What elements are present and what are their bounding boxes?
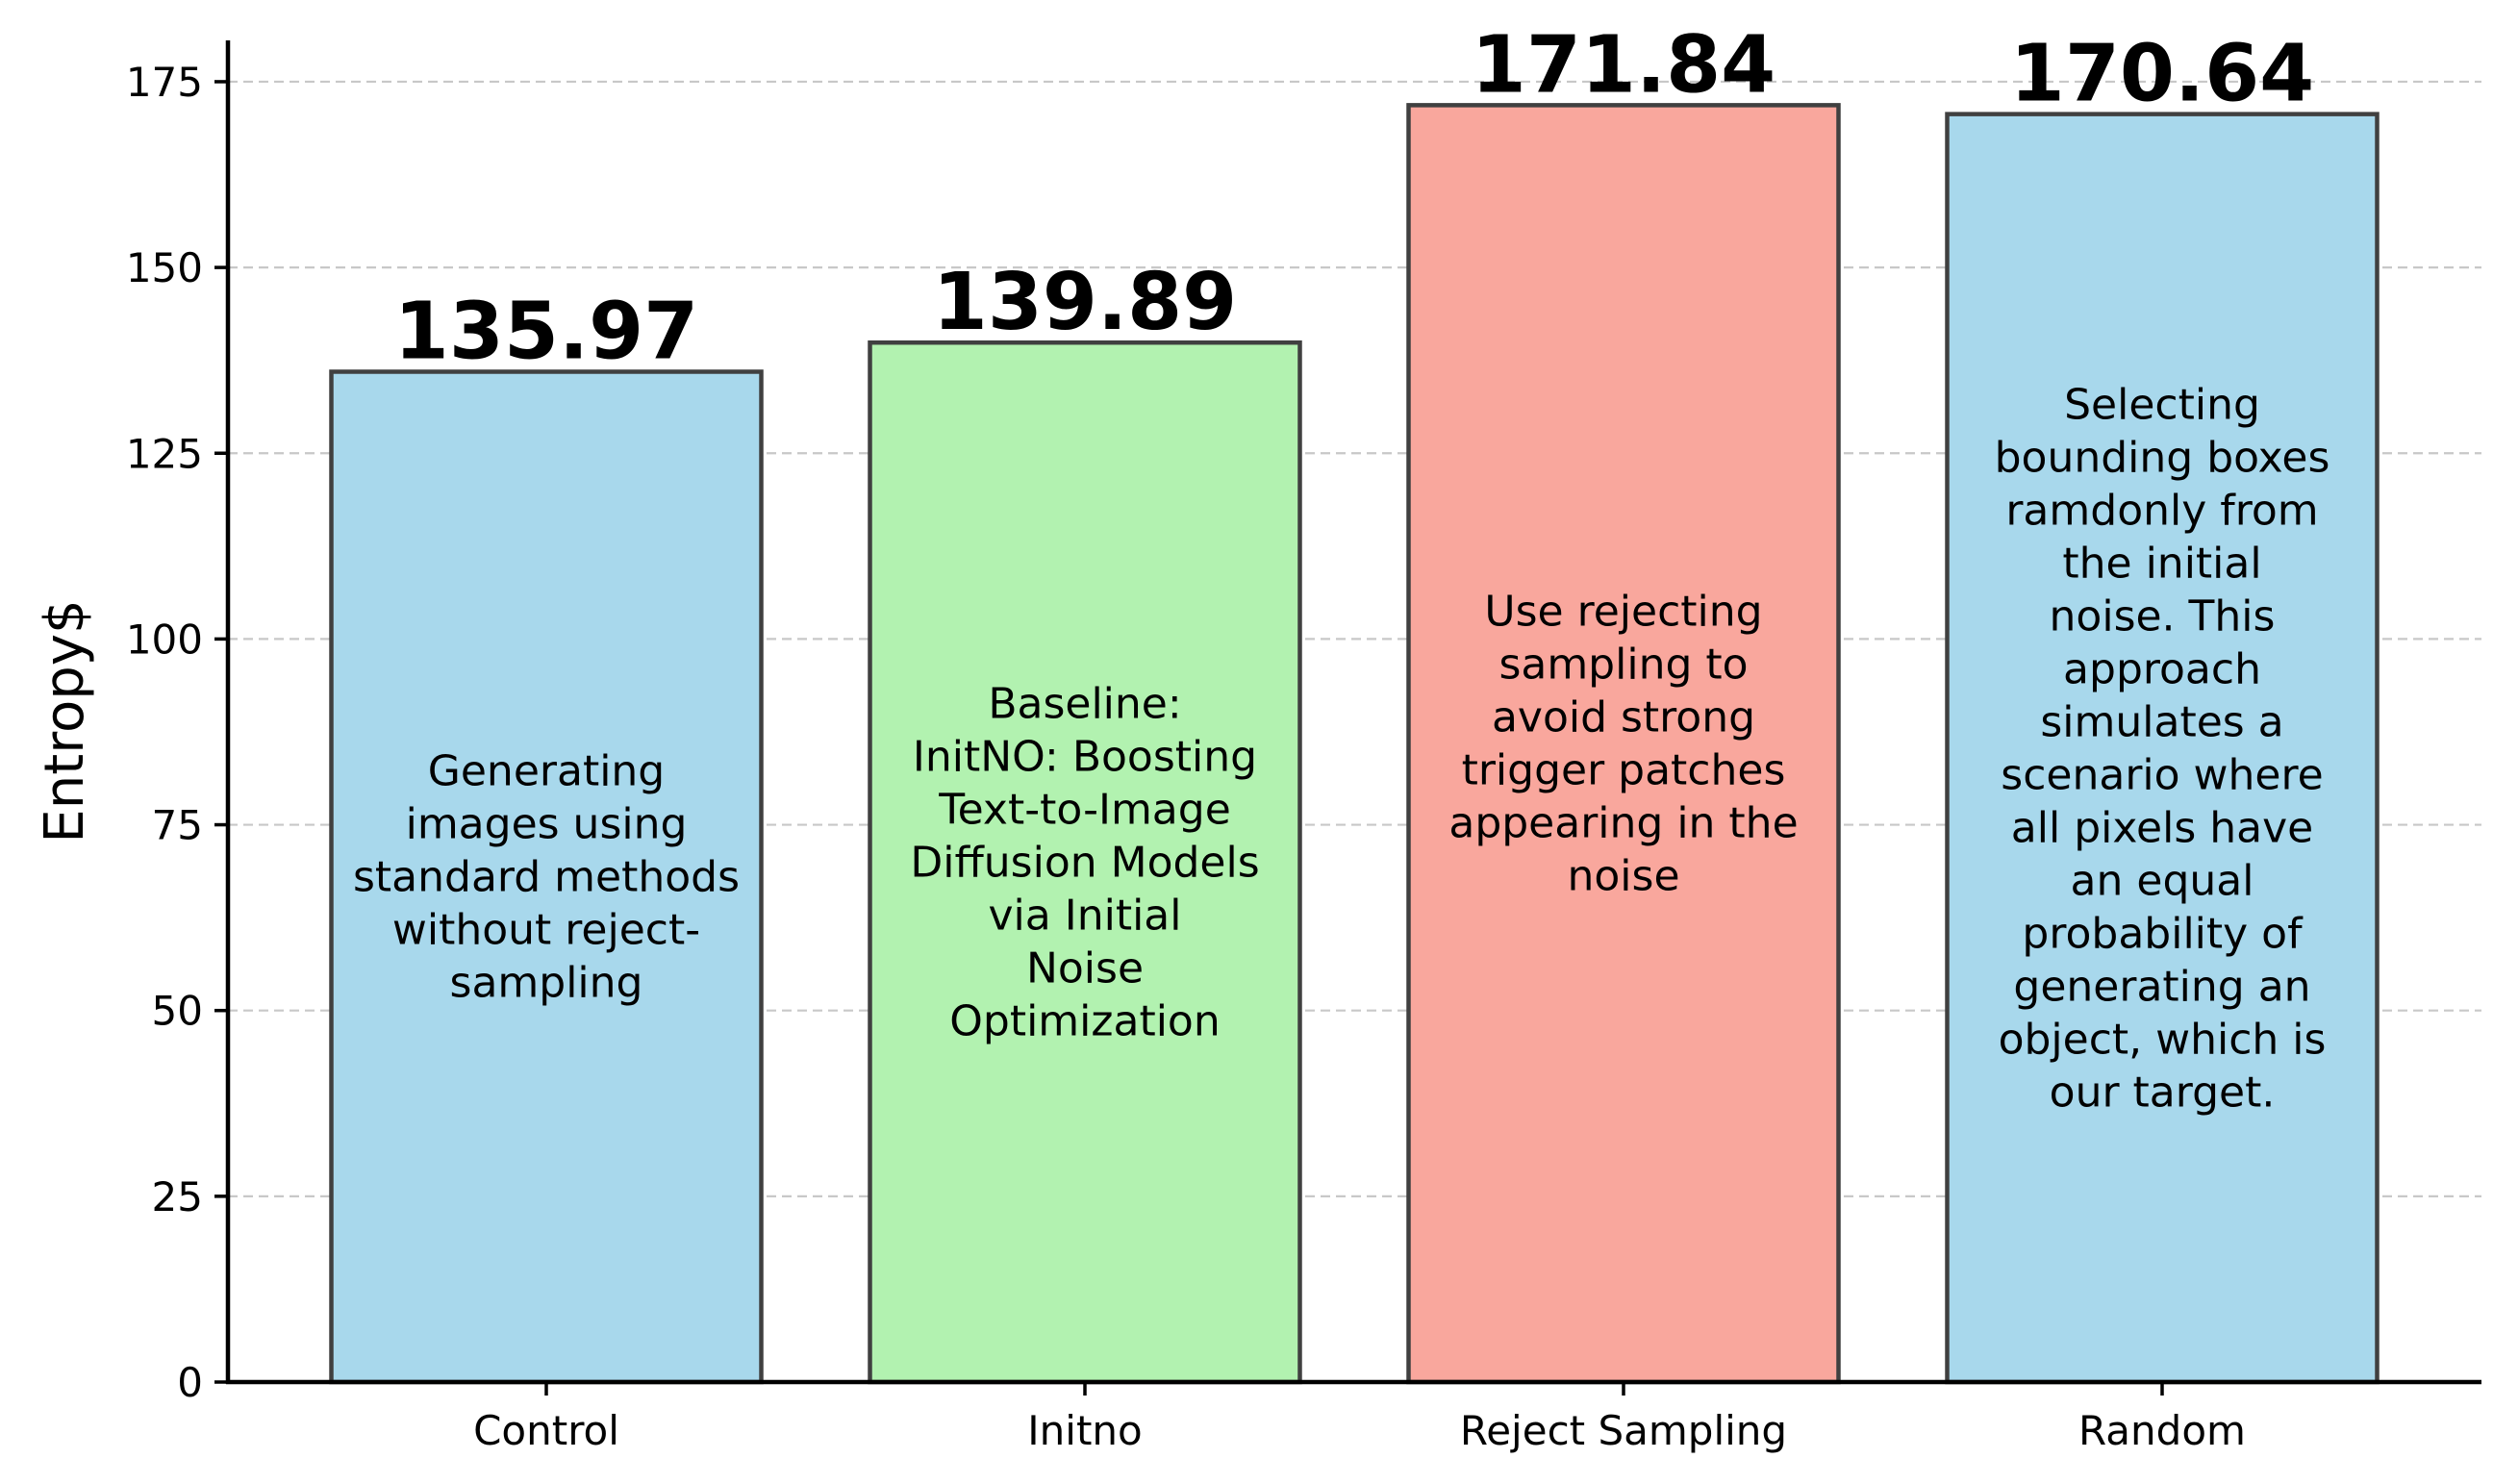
annotation-line: sampling to (1498, 641, 1748, 690)
bars (329, 103, 2380, 1385)
bar-reject-sampling (1406, 103, 1841, 1385)
annotation-line: ramdonly from (2005, 486, 2318, 535)
annotation-line: without reject- (392, 906, 700, 955)
annotation-line: Diffusion Models (910, 839, 1259, 888)
y-tick-label: 0 (177, 1359, 203, 1406)
annotation-line: our target. (2050, 1068, 2276, 1117)
y-tick-label: 75 (152, 802, 203, 849)
y-axis-label: Entropy$ (34, 599, 96, 843)
axes (214, 40, 2481, 1396)
annotation-line: standard methods (353, 853, 740, 902)
y-tick-label: 150 (126, 244, 203, 291)
y-tick-label: 125 (126, 430, 203, 477)
annotation-line: appearing in the (1448, 799, 1798, 848)
annotation-line: trigger patches (1462, 746, 1786, 795)
y-tick-label: 100 (126, 616, 203, 663)
y-tick-label: 175 (126, 59, 203, 106)
annotation-line: all pixels have (2011, 803, 2313, 852)
annotation-line: Baseline: (988, 680, 1181, 729)
value-label: 135.97 (394, 286, 698, 377)
annotation-line: noise (1567, 852, 1679, 901)
annotation-line: images using (406, 800, 688, 849)
x-tick-label: Random (2078, 1407, 2246, 1454)
annotation-line: avoid strong (1492, 693, 1755, 742)
annotation-line: simulates a (2040, 697, 2283, 746)
annotation-line: generating an (2013, 962, 2310, 1011)
annotation-line: approach (2063, 644, 2261, 693)
annotation-line: scenario where (2001, 750, 2323, 799)
annotation-line: Text-to-Image (938, 786, 1231, 835)
annotation-line: Optimization (949, 997, 1220, 1046)
bar-initno (868, 340, 1302, 1385)
annotation-line: InitNO: Boosting (913, 733, 1257, 782)
annotation-line: probability of (2022, 909, 2304, 958)
x-tick-label: Control (473, 1407, 619, 1454)
bar-annotation: Baseline:InitNO: BoostingText-to-ImageDi… (910, 680, 1259, 1046)
value-label: 171.84 (1472, 19, 1775, 111)
annotation-line: an equal (2071, 856, 2254, 905)
annotation-line: Generating (428, 747, 665, 796)
annotation-line: Selecting (2064, 380, 2260, 429)
annotation-line: bounding boxes (1995, 433, 2330, 482)
annotation-line: sampling (450, 959, 643, 1008)
value-label: 170.64 (2010, 29, 2314, 120)
value-label: 139.89 (933, 257, 1237, 348)
annotation-line: noise. This (2050, 591, 2276, 641)
y-tick-label: 25 (152, 1173, 203, 1220)
annotation-line: the initial (2062, 539, 2261, 588)
y-tick-label: 50 (152, 988, 203, 1035)
bar-random (1945, 112, 2380, 1385)
annotation-line: object, which is (1999, 1015, 2327, 1064)
x-tick-label: Reject Sampling (1460, 1407, 1787, 1454)
x-tick-label: Initno (1027, 1407, 1142, 1454)
annotation-line: Use rejecting (1484, 588, 1762, 637)
annotation-line: Noise (1026, 944, 1144, 994)
annotation-line: via Initial (989, 892, 1182, 941)
labels: 0 25 50 75 100 125 150 175 135.97Generatingimage… (34, 19, 2329, 1454)
